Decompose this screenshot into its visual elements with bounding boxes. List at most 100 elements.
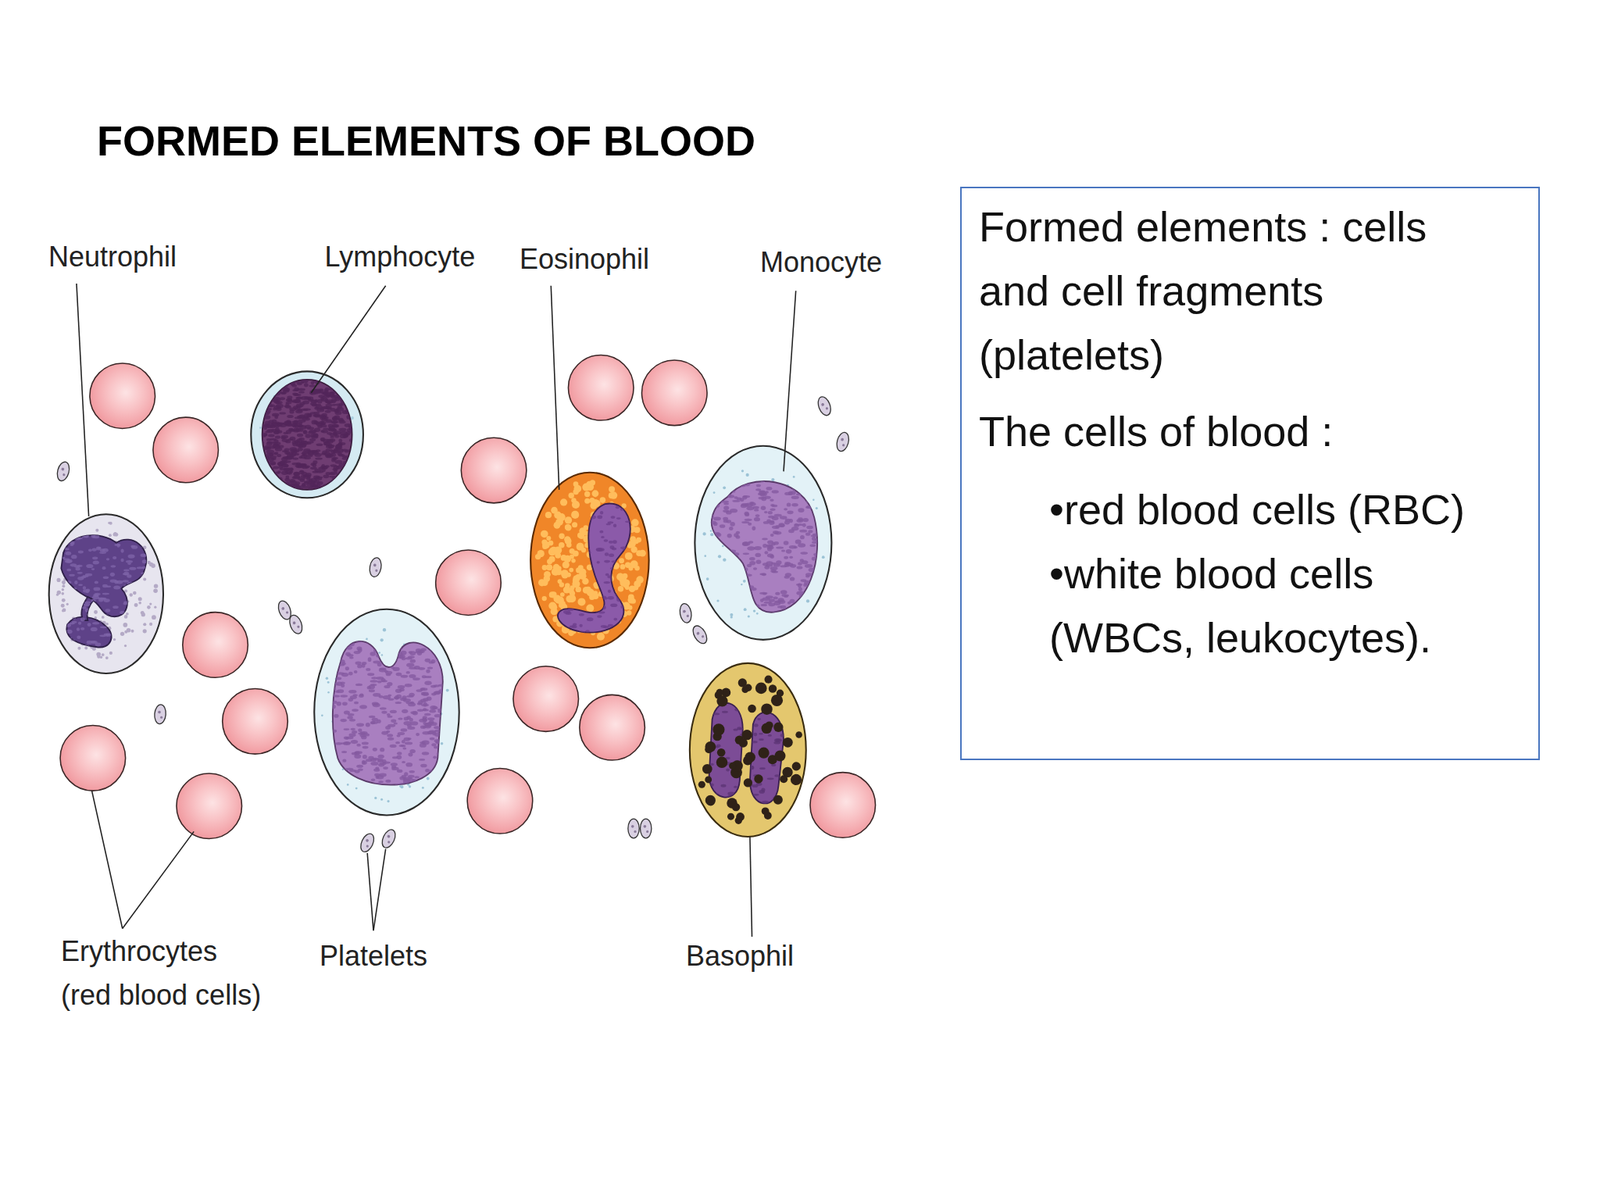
lymphocyte-chromatin (355, 440, 361, 446)
neutrophil-chromatin (139, 553, 147, 558)
erythrocyte (182, 612, 249, 679)
eosinophil-chromatin (628, 586, 634, 591)
neutrophil-chromatin (85, 528, 93, 532)
neutrophil-chromatin (103, 575, 109, 579)
lymphocyte-chromatin (293, 471, 300, 476)
monocyte-chromatin (771, 504, 778, 508)
neutrophil-chromatin (82, 596, 88, 600)
monocyte-chromatin (725, 465, 732, 470)
lymphocyte-chromatin (354, 432, 360, 436)
neutrophil-chromatin (60, 617, 65, 621)
platelet-granule (700, 635, 704, 639)
lymphocyte-chromatin (285, 475, 290, 480)
platelet-granule (373, 563, 377, 567)
eosinophil-chromatin (641, 546, 647, 550)
neutrophil-chromatin (68, 611, 74, 615)
lymphocyte-chromatin (262, 434, 268, 437)
neutrophil-chromatin (65, 623, 72, 628)
neutrophil-chromatin (71, 653, 76, 657)
monocyte-chromatin (806, 525, 814, 529)
lymphocyte-chromatin (309, 491, 315, 496)
eosinophil-granule (585, 603, 594, 612)
neutrophil-chromatin (134, 623, 142, 626)
eosinophil-chromatin (582, 498, 590, 501)
eosinophil-chromatin (571, 495, 576, 499)
lymphocyte-chromatin (277, 476, 283, 481)
eosinophil-granule (542, 596, 547, 601)
neutrophil-chromatin (74, 530, 79, 533)
monocyte-chromatin (703, 510, 710, 516)
monocyte-chromatin (701, 571, 710, 575)
eosinophil-chromatin (596, 560, 600, 565)
eosinophil-chromatin (621, 600, 626, 604)
platelet-granule (643, 825, 647, 829)
lymphocyte-chromatin (348, 425, 353, 430)
eosinophil-chromatin (632, 567, 640, 572)
neutrophil-chromatin (77, 646, 85, 651)
lymphocyte-chromatin (303, 481, 310, 484)
neutrophil-chromatin (91, 567, 95, 571)
erythrocyte (810, 772, 876, 839)
neutrophil-chromatin (138, 632, 146, 635)
neutrophil-chromatin (74, 652, 79, 656)
lymphocyte-chromatin (289, 480, 297, 484)
neutrophil-granule (61, 588, 65, 591)
platelet-granule (365, 844, 369, 848)
neutrophil-chromatin (92, 557, 98, 561)
neutrophil-granule (147, 560, 151, 565)
lymphocyte-chromatin (289, 376, 296, 381)
neutrophil-chromatin (146, 586, 154, 591)
eosinophil-chromatin (613, 524, 617, 528)
neutrophil-chromatin (143, 578, 150, 583)
neutrophil-chromatin (136, 566, 143, 569)
eosinophil-granule (628, 594, 635, 601)
monocyte-chromatin (792, 620, 800, 625)
monocyte-chromatin (727, 612, 732, 616)
monocyte-chromatin (720, 571, 728, 575)
monocyte-chromatin (739, 468, 744, 472)
lymphocyte-chromatin (329, 480, 337, 485)
lymphocyte-chromatin (303, 456, 311, 460)
monocyte-chromatin (740, 581, 749, 586)
monocyte-chromatin (780, 589, 788, 595)
eosinophil-chromatin (611, 547, 617, 550)
neutrophil-chromatin (121, 633, 126, 636)
neutrophil-chromatin (94, 581, 99, 585)
monocyte-chromatin (735, 535, 741, 539)
neutrophil-granule (113, 638, 116, 641)
lymphocyte-chromatin (298, 464, 305, 468)
eosinophil-chromatin (595, 605, 601, 608)
eosinophil-granule (553, 564, 561, 572)
platelet-granule (633, 830, 636, 833)
lymphocyte-chromatin (264, 409, 268, 414)
eosinophil-granule (567, 630, 575, 637)
eosinophil-granule (540, 530, 549, 539)
monocyte-chromatin (714, 592, 720, 597)
neutrophil-chromatin (105, 608, 111, 612)
monocyte-chromatin (817, 565, 825, 570)
eosinophil-chromatin (636, 566, 644, 571)
eosinophil-chromatin (552, 557, 557, 560)
neutrophil-chromatin (122, 657, 129, 661)
lymphocyte-chromatin (255, 438, 264, 442)
eosinophil-chromatin (607, 521, 615, 524)
monocyte-granule (710, 529, 712, 532)
lymphocyte-chromatin (325, 410, 332, 414)
monocyte-chromatin (703, 507, 711, 512)
platelet-granule (292, 621, 297, 625)
monocyte-chromatin (753, 567, 758, 570)
neutrophil-chromatin (126, 634, 132, 637)
neutrophil-chromatin (74, 644, 82, 649)
eosinophil-chromatin (633, 528, 640, 531)
monocyte-chromatin (811, 541, 818, 544)
platelet-granule (375, 569, 379, 573)
platelet-granule (685, 614, 690, 618)
lymphocyte-chromatin (320, 438, 325, 442)
monocyte-chromatin (724, 610, 730, 614)
neutrophil-chromatin (92, 662, 96, 665)
neutrophil-chromatin (78, 621, 82, 625)
neutrophil-nucleus (60, 535, 147, 617)
neutrophil-chromatin (153, 570, 159, 575)
eosinophil-chromatin (596, 614, 602, 618)
lymphocyte-chromatin (275, 390, 279, 393)
